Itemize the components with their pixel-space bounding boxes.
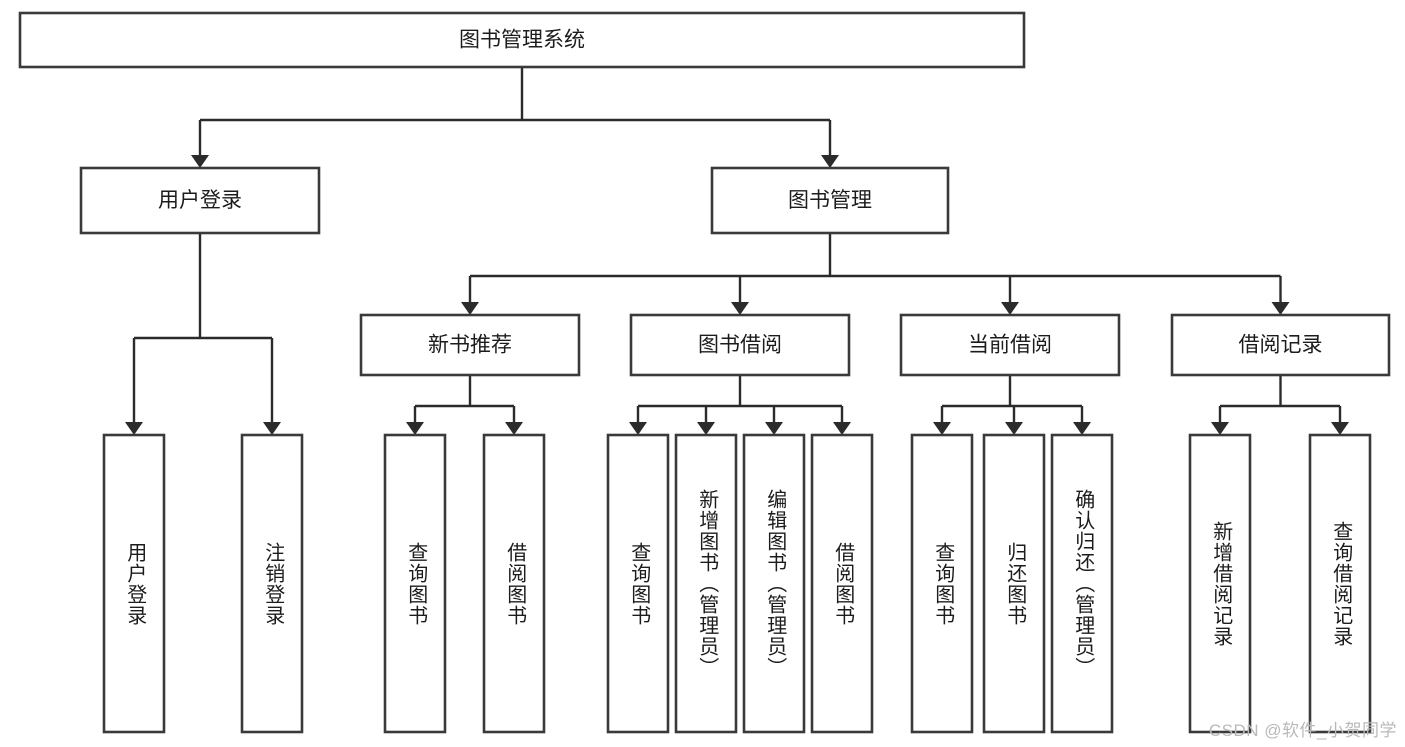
arrow-head-icon <box>1073 422 1091 435</box>
node-box <box>982 433 1046 734</box>
node-box <box>1308 433 1372 734</box>
node-leaf-query-book-1[interactable] <box>383 433 447 734</box>
arrow-head-icon <box>191 155 209 168</box>
node-leaf-logout[interactable] <box>240 433 304 734</box>
node-box <box>629 313 851 377</box>
node-leaf-confirm-return[interactable] <box>1050 433 1114 734</box>
node-box <box>359 313 581 377</box>
edge-group-bookmgmt <box>461 233 1290 315</box>
node-box <box>606 433 670 734</box>
arrow-head-icon <box>765 422 783 435</box>
node-box <box>18 11 1026 69</box>
node-leaf-query-record[interactable] <box>1308 433 1372 734</box>
node-box <box>674 433 738 734</box>
arrow-head-icon <box>731 302 749 315</box>
node-leaf-query-book-3[interactable] <box>910 433 974 734</box>
node-label: 图书管理系统 <box>459 29 585 52</box>
node-leaf-add-record[interactable] <box>1188 433 1252 734</box>
arrow-head-icon <box>505 422 523 435</box>
edge-group-root <box>191 67 839 168</box>
node-root[interactable]: 图书管理系统 <box>18 11 1026 69</box>
arrow-head-icon <box>1331 422 1349 435</box>
node-leaf-borrow-book-1[interactable] <box>482 433 546 734</box>
edges-layer <box>125 67 1349 435</box>
edge-group-record <box>1211 375 1349 435</box>
node-leaf-query-book-2[interactable] <box>606 433 670 734</box>
node-box <box>910 433 974 734</box>
node-box <box>102 433 166 734</box>
node-box <box>79 166 321 235</box>
node-label: 图书借阅 <box>698 334 782 357</box>
node-record[interactable]: 借阅记录 <box>1170 313 1391 377</box>
edge-group-borrow <box>629 375 851 435</box>
node-box <box>1170 313 1391 377</box>
edge-group-login <box>125 233 281 435</box>
node-leaf-return-book[interactable] <box>982 433 1046 734</box>
node-label: 用户登录 <box>158 189 242 212</box>
node-login[interactable]: 用户登录 <box>79 166 321 235</box>
node-box <box>383 433 447 734</box>
arrow-head-icon <box>406 422 424 435</box>
arrow-head-icon <box>125 422 143 435</box>
arrow-head-icon <box>697 422 715 435</box>
node-box <box>1188 433 1252 734</box>
edge-group-newbook <box>406 375 523 435</box>
node-label: 借阅记录 <box>1239 334 1323 357</box>
node-box <box>240 433 304 734</box>
node-box <box>742 433 806 734</box>
arrow-head-icon <box>1211 422 1229 435</box>
node-label: 新书推荐 <box>428 334 512 357</box>
node-bookmgmt[interactable]: 图书管理 <box>710 166 950 235</box>
node-leaf-borrow-book-2[interactable] <box>810 433 874 734</box>
node-current[interactable]: 当前借阅 <box>899 313 1121 377</box>
node-newbook[interactable]: 新书推荐 <box>359 313 581 377</box>
arrow-head-icon <box>1001 302 1019 315</box>
node-label: 图书管理 <box>788 189 872 212</box>
node-label: 当前借阅 <box>968 334 1052 357</box>
arrow-head-icon <box>933 422 951 435</box>
node-box <box>899 313 1121 377</box>
arrow-head-icon <box>1005 422 1023 435</box>
arrow-head-icon <box>263 422 281 435</box>
arrow-head-icon <box>1271 302 1290 315</box>
arrow-head-icon <box>833 422 851 435</box>
node-leaf-add-book[interactable] <box>674 433 738 734</box>
watermark: CSDN @软件_小贺同学 <box>1208 721 1397 740</box>
edge-group-current <box>933 375 1091 435</box>
node-box <box>1050 433 1114 734</box>
node-leaf-edit-book[interactable] <box>742 433 806 734</box>
arrow-head-icon <box>461 302 479 315</box>
node-box <box>710 166 950 235</box>
arrow-head-icon <box>629 422 647 435</box>
node-leaf-user-login[interactable] <box>102 433 166 734</box>
node-box <box>482 433 546 734</box>
arrow-head-icon <box>821 155 839 168</box>
node-borrow[interactable]: 图书借阅 <box>629 313 851 377</box>
node-box <box>810 433 874 734</box>
